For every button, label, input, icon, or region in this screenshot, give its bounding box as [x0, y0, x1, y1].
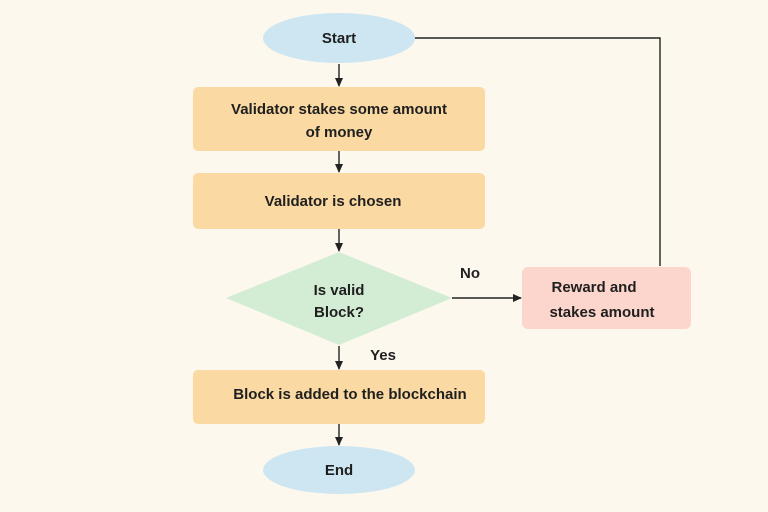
chosen-shape — [193, 173, 485, 229]
decision-label-line1: Is valid — [314, 282, 365, 299]
stake-shape — [193, 87, 485, 151]
decision-node: Is valid Block? — [226, 252, 452, 345]
reward-node: Reward and stakes amount — [522, 267, 691, 329]
end-label: End — [325, 462, 353, 479]
decision-shape — [226, 252, 452, 345]
stake-label-line1: Validator stakes some amount — [231, 101, 447, 118]
added-shape — [193, 370, 485, 424]
chosen-label: Validator is chosen — [265, 193, 402, 210]
decision-label-line2: Block? — [314, 304, 364, 321]
stake-label-line2: of money — [306, 124, 373, 141]
reward-shape — [522, 267, 691, 329]
end-shape — [263, 446, 415, 494]
added-node: Block is added to the blockchain — [193, 370, 485, 424]
yes-edge-label: Yes — [370, 347, 396, 364]
reward-label-line2: stakes amount — [549, 304, 654, 321]
loop-line-reward-to-start — [414, 37, 661, 266]
start-label: Start — [322, 30, 356, 47]
stake-node: Validator stakes some amount of money — [193, 87, 485, 151]
end-node: End — [263, 446, 415, 494]
start-node: Start — [263, 13, 415, 63]
no-edge-label: No — [460, 265, 480, 282]
added-label: Block is added to the blockchain — [233, 386, 466, 403]
start-shape — [263, 13, 415, 63]
reward-label-line1: Reward and — [551, 279, 636, 296]
chosen-node: Validator is chosen — [193, 173, 485, 229]
